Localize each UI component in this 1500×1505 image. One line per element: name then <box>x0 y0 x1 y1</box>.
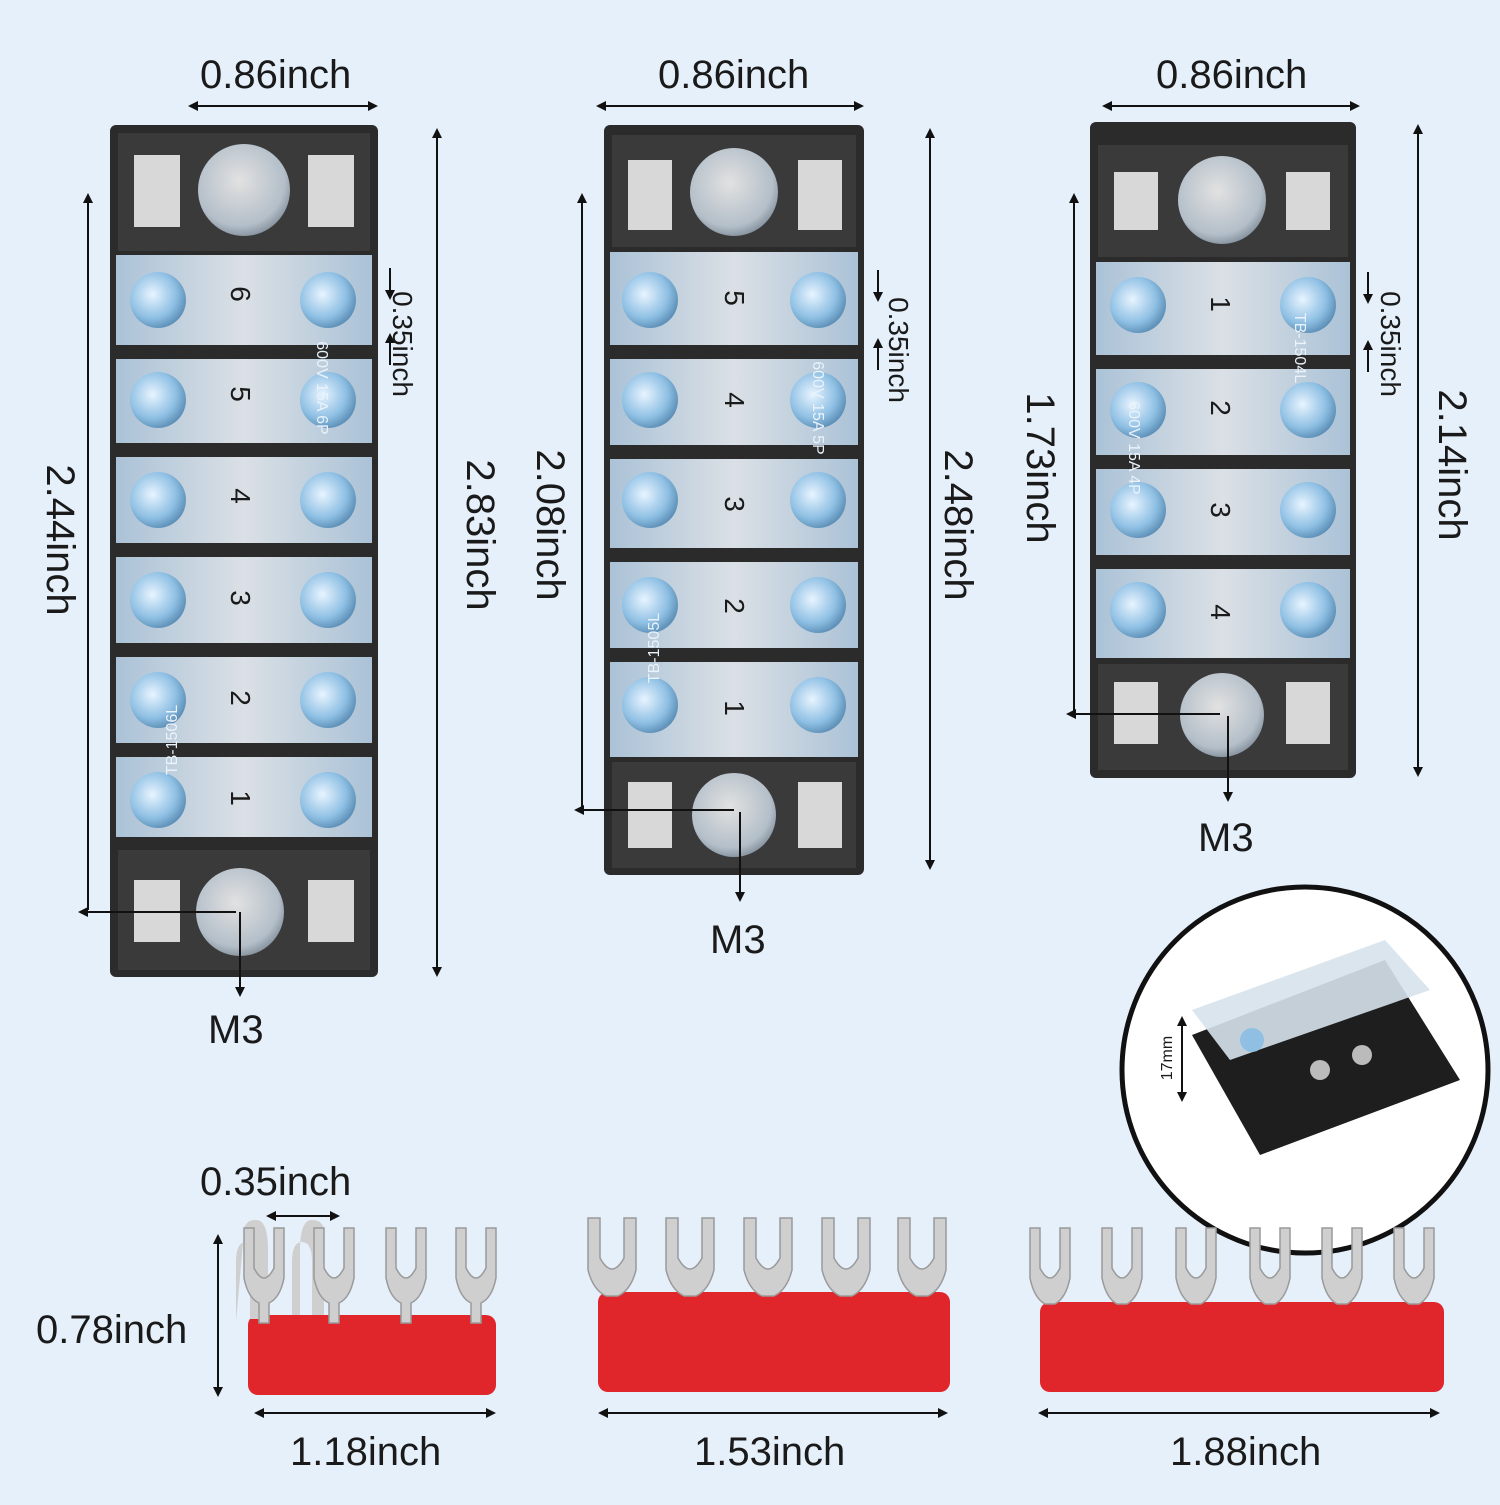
jumper-prongs <box>243 1217 1435 1324</box>
block-6p-model-text: TB-1506L <box>164 704 181 776</box>
block-6p-screw-label: M3 <box>208 1008 264 1052</box>
terminal-block-6p <box>110 125 378 977</box>
block-5p-mount-label: 2.08inch <box>528 449 572 601</box>
block-5p-number-4: 4 <box>718 392 750 408</box>
inset-height-label: 17mm <box>1159 1035 1176 1081</box>
block-4p-width-label: 0.86inch <box>1156 53 1308 97</box>
block-4p-number-4: 4 <box>1204 604 1236 620</box>
dimension-arrows <box>78 101 1440 1418</box>
block-6p-number-6: 6 <box>224 286 256 302</box>
block-5p-number-2: 2 <box>718 598 750 614</box>
block-6p-number-2: 2 <box>224 690 256 706</box>
block-5p-rating-text: 600V 15A 5P <box>809 361 826 455</box>
jumper-5p <box>598 1292 950 1392</box>
block-4p-mount-label: 1.73inch <box>1018 392 1062 544</box>
block-4p-number-3: 3 <box>1204 502 1236 518</box>
block-5p-width-label: 0.86inch <box>658 53 810 97</box>
block-6p-mount-label: 2.44inch <box>38 464 82 616</box>
jumper-4p-pitch-label: 0.35inch <box>200 1160 352 1204</box>
terminal-block-4p <box>1090 122 1356 778</box>
block-6p-height-label: 2.83inch <box>458 459 502 611</box>
block-6p-number-5: 5 <box>224 386 256 402</box>
block-6p-width-label: 0.86inch <box>200 53 352 97</box>
block-5p-number-5: 5 <box>718 290 750 306</box>
block-5p-pitch-label: 0.35inch <box>883 297 914 403</box>
block-4p-height-label: 2.14inch <box>1430 389 1474 541</box>
block-6p-pitch-label: 0.35inch <box>387 291 418 397</box>
block-5p-model-text: TB-1505L <box>646 612 663 684</box>
block-5p-number-3: 3 <box>718 496 750 512</box>
block-5p-height-label: 2.48inch <box>936 449 980 601</box>
jumper-6p-length-label: 1.88inch <box>1170 1430 1322 1474</box>
block-6p-rating-text: 600V 15A 6P <box>313 341 330 435</box>
block-4p-number-1: 1 <box>1204 296 1236 312</box>
block-4p-model-text: TB-1504L <box>1291 312 1308 384</box>
block-5p-screw-label: M3 <box>710 918 766 962</box>
block-4p-screw-label: M3 <box>1198 816 1254 860</box>
block-6p-number-3: 3 <box>224 590 256 606</box>
jumper-6p <box>1040 1302 1444 1392</box>
inset-side-view <box>1119 884 1491 1256</box>
block-6p-number-4: 4 <box>224 488 256 504</box>
block-5p-rows <box>610 272 858 733</box>
block-6p-number-1: 1 <box>224 790 256 806</box>
block-4p-pitch-label: 0.35inch <box>1375 291 1406 397</box>
jumper-4p-height-label: 0.78inch <box>36 1308 188 1352</box>
block-5p-number-1: 1 <box>718 700 750 716</box>
block-4p-rows <box>1096 277 1350 638</box>
jumper-4p-length-label: 1.18inch <box>290 1430 442 1474</box>
jumper-5p-length-label: 1.53inch <box>694 1430 846 1474</box>
block-4p-number-2: 2 <box>1204 400 1236 416</box>
block-6p-rows <box>116 272 372 828</box>
block-4p-rating-text: 600V 15A 4P <box>1125 401 1142 495</box>
terminal-block-5p <box>604 125 864 875</box>
